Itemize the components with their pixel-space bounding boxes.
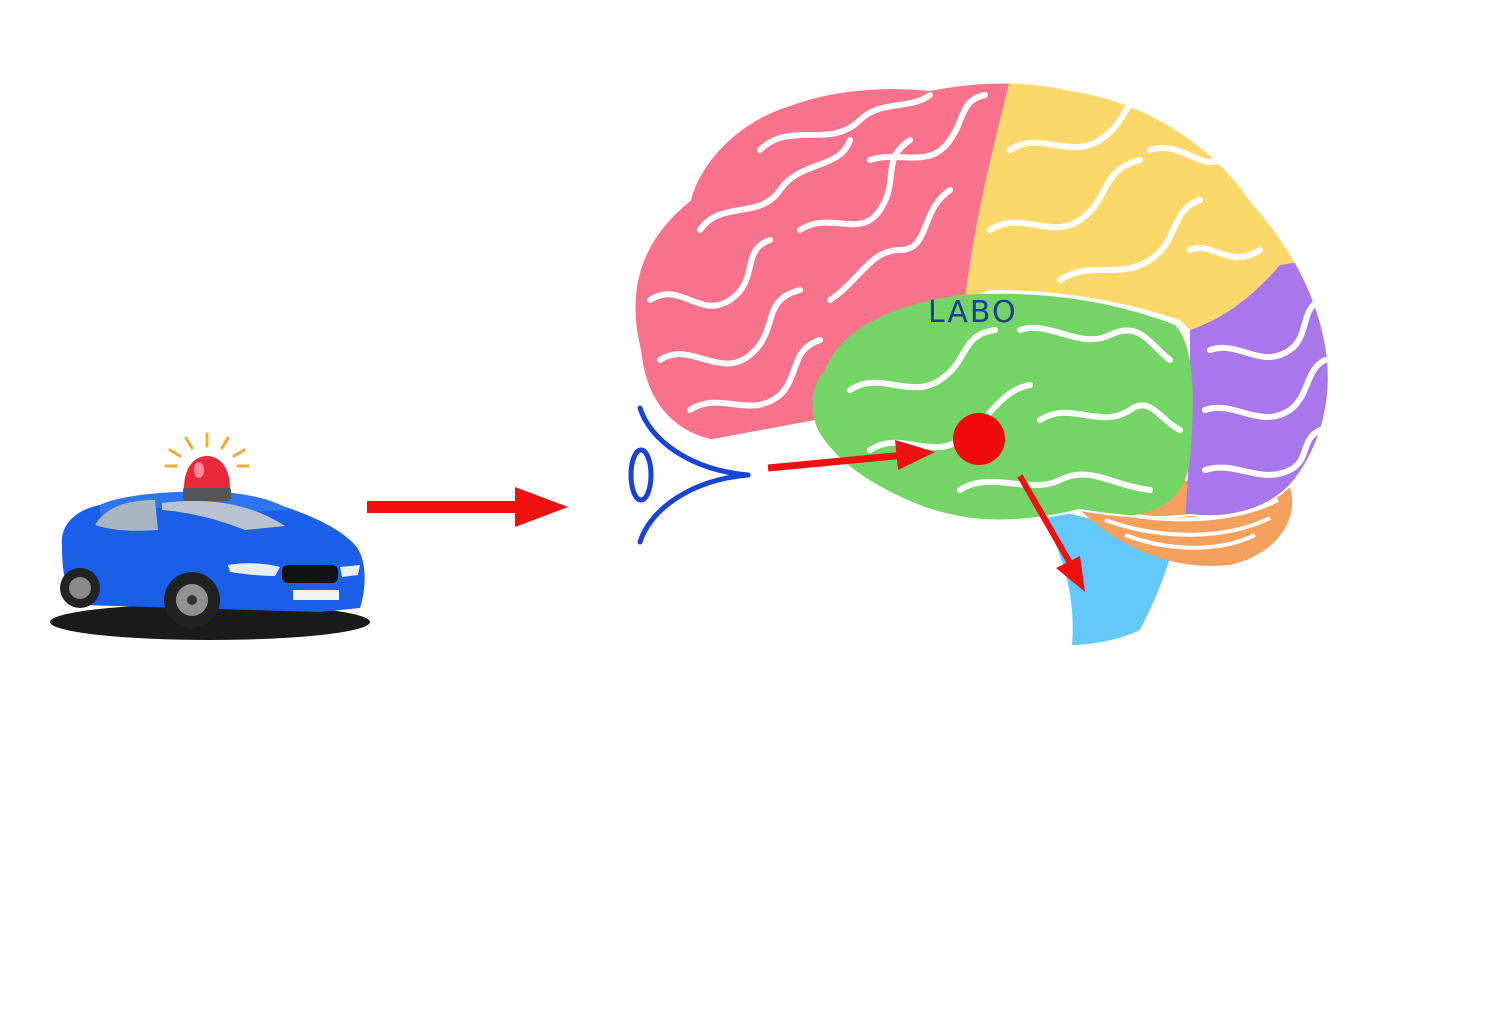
car-windshield (162, 500, 285, 530)
car-shadow (50, 604, 370, 640)
car-headlight (228, 563, 280, 576)
arrow-amygdala-to-brainstem (1017, 474, 1085, 592)
labo-logo-text: LABO (928, 295, 1018, 330)
arrow-eye-to-amygdala (767, 440, 935, 472)
frontal-lobe (634, 82, 1010, 460)
siren-rays (164, 432, 250, 468)
car-license-plate (293, 590, 339, 600)
car-grille (282, 565, 338, 583)
arrow-car-to-eye (367, 487, 568, 527)
police-car-icon (50, 432, 370, 640)
amygdala-focus-dot (953, 413, 1005, 465)
car-side-window (95, 500, 158, 531)
brain-outline (633, 81, 1330, 522)
siren-base (183, 487, 231, 501)
brain-icon: LABO (633, 81, 1330, 645)
eye-icon (628, 405, 751, 545)
siren-icon (184, 456, 230, 488)
